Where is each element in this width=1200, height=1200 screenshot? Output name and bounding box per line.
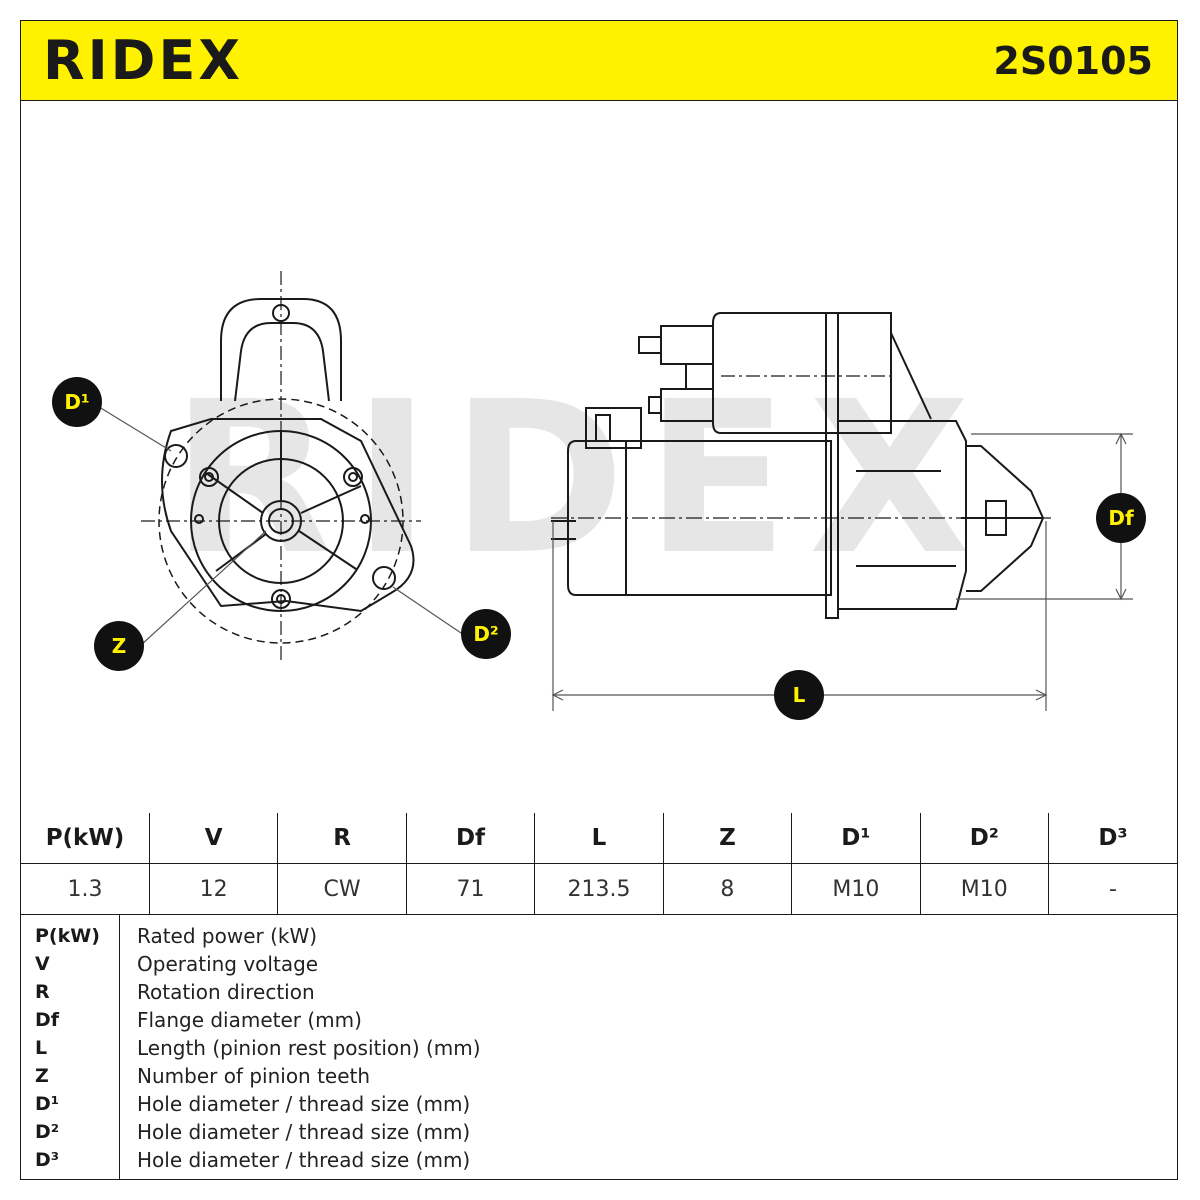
spec-header: Df [405,813,536,864]
spec-table: P(kW) V R Df L Z D¹ D² D³ 1.3 12 CW 71 2… [21,813,1177,915]
marker-df: Df [1096,493,1146,543]
marker-z: Z [94,621,144,671]
spec-value: 12 [148,863,279,915]
spec-header: V [148,813,279,864]
legend-desc: Number of pinion teeth [137,1064,371,1088]
legend-desc: Hole diameter / thread size (mm) [137,1120,471,1144]
legend-divider [119,914,120,1179]
legend-desc: Operating voltage [137,952,319,976]
spec-header: Z [662,813,793,864]
marker-df-label: Df [1108,506,1134,530]
legend-desc: Length (pinion rest position) (mm) [137,1036,481,1060]
marker-d1: D¹ [52,377,102,427]
marker-d1-label: D¹ [64,390,89,414]
spec-header: D² [919,813,1050,864]
legend-key: D¹ [35,1093,60,1115]
spec-value: M10 [919,863,1050,915]
spec-value: 213.5 [534,863,664,915]
legend-key: Df [35,1009,60,1031]
legend-row: D² Hole diameter / thread size (mm) [21,1118,1177,1146]
legend-row: Df Flange diameter (mm) [21,1006,1177,1034]
legend-key: D³ [35,1149,60,1171]
legend-row: D³ Hole diameter / thread size (mm) [21,1146,1177,1174]
legend-key: V [35,953,50,975]
legend-desc: Flange diameter (mm) [137,1008,362,1032]
legend-desc: Rotation direction [137,980,315,1004]
side-view [551,312,1051,619]
legend-key: R [35,981,50,1003]
spec-header: L [534,813,664,864]
legend-key: L [35,1037,48,1059]
legend-key: P(kW) [35,925,100,947]
part-number: 2S0105 [993,39,1153,83]
marker-d2-label: D² [473,622,498,646]
spec-value: M10 [791,863,921,915]
legend: P(kW) Rated power (kW) V Operating volta… [21,914,1177,1179]
legend-desc: Rated power (kW) [137,924,318,948]
spec-header: D³ [1048,813,1177,864]
spec-value: 1.3 [21,863,150,915]
watermark-text: RIDEX [171,356,991,601]
marker-l: L [774,670,824,720]
legend-row: D¹ Hole diameter / thread size (mm) [21,1090,1177,1118]
legend-key: D² [35,1121,60,1143]
technical-drawing: RIDEX [21,101,1177,813]
datasheet-frame: RIDEX 2S0105 RIDEX [20,20,1178,1180]
spec-value: 8 [662,863,793,915]
legend-row: V Operating voltage [21,950,1177,978]
starter-motor-drawing: RIDEX [52,271,1146,720]
spec-value-row: 1.3 12 CW 71 213.5 8 M10 M10 - [21,863,1177,915]
spec-value: 71 [405,863,536,915]
legend-row: P(kW) Rated power (kW) [21,922,1177,950]
legend-desc: Hole diameter / thread size (mm) [137,1148,471,1172]
brand-logo: RIDEX [43,29,244,92]
header-bar: RIDEX 2S0105 [21,21,1177,101]
spec-header: R [277,813,407,864]
legend-key: Z [35,1065,49,1087]
legend-row: Z Number of pinion teeth [21,1062,1177,1090]
legend-desc: Hole diameter / thread size (mm) [137,1092,471,1116]
marker-l-label: L [793,683,806,707]
spec-header-row: P(kW) V R Df L Z D¹ D² D³ [21,813,1177,864]
spec-header: P(kW) [21,813,150,864]
front-view [141,271,421,661]
legend-row: R Rotation direction [21,978,1177,1006]
legend-row: L Length (pinion rest position) (mm) [21,1034,1177,1062]
spec-header: D¹ [791,813,921,864]
spec-value: CW [277,863,407,915]
marker-d2: D² [461,609,511,659]
marker-z-label: Z [112,634,127,658]
spec-value: - [1048,863,1177,915]
